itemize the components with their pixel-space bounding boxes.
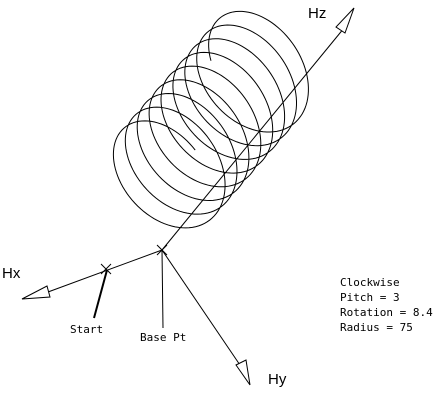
start-leader-line xyxy=(93,269,108,319)
pitch-text: Pitch = 3 xyxy=(340,291,400,304)
x-axis-label: Hx xyxy=(2,265,21,282)
base-leader-line xyxy=(161,249,164,329)
y-axis xyxy=(161,249,251,386)
start-cross-b xyxy=(100,263,112,275)
base-point-marker xyxy=(156,244,168,329)
z-axis-arrowhead xyxy=(335,7,355,34)
y-axis-line xyxy=(161,249,243,369)
helix-coil xyxy=(112,10,309,229)
y-axis-arrowhead xyxy=(235,359,251,386)
direction-text: Clockwise xyxy=(340,276,400,289)
parameters-block: Clockwise Pitch = 3 Rotation = 8.4 Radiu… xyxy=(340,276,433,334)
helix-path xyxy=(112,10,309,229)
y-axis-label: Hy xyxy=(268,371,287,388)
start-label: Start xyxy=(70,323,103,336)
x-axis xyxy=(21,249,163,300)
rotation-text: Rotation = 8.4 xyxy=(340,306,433,319)
z-axis xyxy=(161,7,355,251)
z-axis-label: Hz xyxy=(308,5,326,22)
x-axis-arrowhead xyxy=(21,285,51,300)
z-axis-line xyxy=(161,21,350,251)
start-marker xyxy=(93,263,112,319)
radius-text: Radius = 75 xyxy=(340,321,413,334)
base-point-label: Base Pt xyxy=(140,331,186,344)
x-axis-line xyxy=(47,249,163,293)
